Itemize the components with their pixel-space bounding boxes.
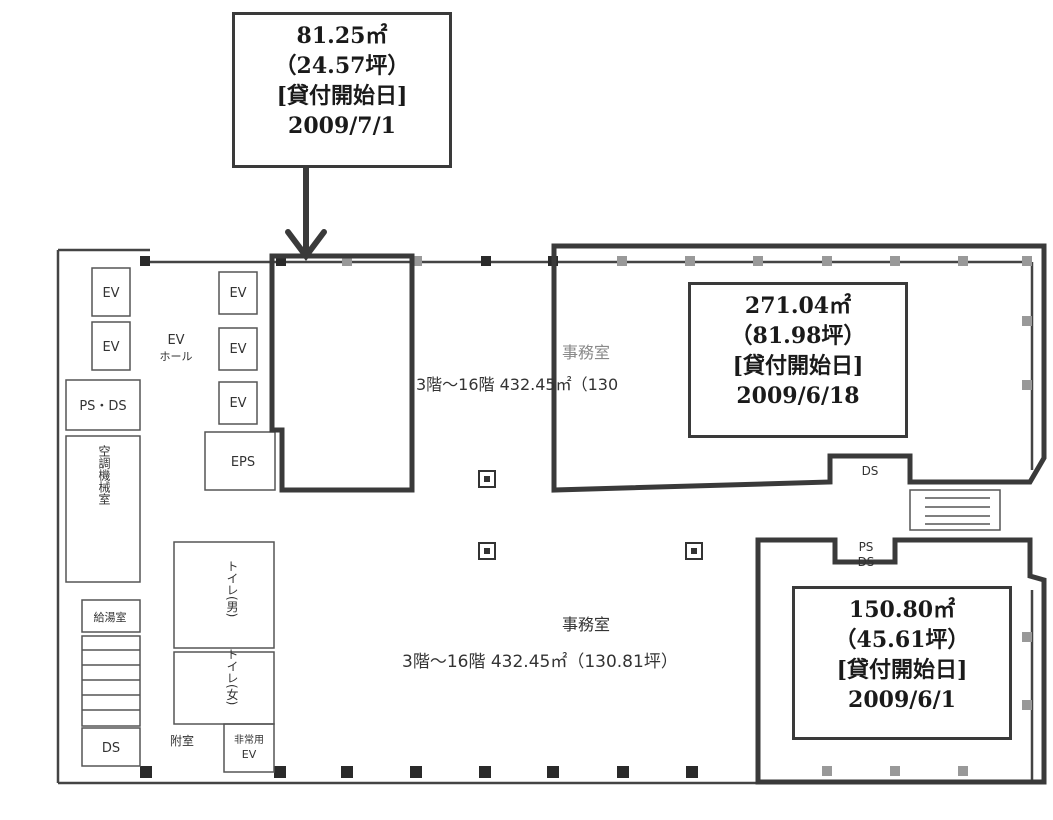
office-spec: 3階～16階 432.45㎡（130: [416, 375, 618, 394]
emergency-ev-label: EV: [242, 748, 257, 761]
unit-area: 271.04㎡: [744, 293, 852, 319]
ev-label: EV: [102, 286, 119, 301]
interior-columns: [478, 470, 703, 560]
ev-label: EV: [229, 342, 246, 357]
ds-label: DS: [858, 555, 875, 569]
emergency-ev-label: 非常用: [234, 733, 264, 746]
ahu-label: 空調機械室: [97, 445, 111, 505]
unit-callout-top: 81.25㎡ （24.57坪） [貸付開始日] 2009/7/1: [232, 12, 452, 168]
core-right: [909, 489, 1001, 531]
arrow: [285, 163, 327, 261]
unit-lease-date: 2009/6/18: [736, 383, 860, 409]
unit-tsubo: （81.98坪）: [730, 323, 866, 349]
building-outline: [56, 248, 1034, 785]
ds-label: DS: [862, 464, 879, 478]
unit-tsubo: （24.57坪）: [274, 53, 410, 79]
ev-label: EV: [229, 396, 246, 411]
unit-area: 81.25㎡: [296, 23, 388, 49]
room-labels: EV EV EV EV EV EV ホール PS・DS EPS 空調機械室 給湯…: [79, 286, 878, 761]
toilet-m-label: トイレ(男): [225, 560, 239, 617]
ds-label: DS: [102, 741, 120, 756]
unit-lease-date: 2009/6/1: [848, 687, 956, 713]
core-left: [65, 267, 276, 773]
unit-lease-date: 2009/7/1: [288, 113, 396, 139]
unit-tsubo: （45.61坪）: [834, 627, 970, 653]
unit-callout-upper-right: 271.04㎡ （81.98坪） [貸付開始日] 2009/6/18: [688, 282, 908, 438]
office-labels: 事務室 3階～16階 432.45㎡（130 事務室 3階～16階 432.45…: [402, 343, 678, 672]
kyuto-label: 給湯室: [94, 610, 127, 624]
columns: [140, 256, 1032, 778]
ev-hall-label: ホール: [160, 350, 193, 363]
office-spec: 3階～16階 432.45㎡（130.81坪）: [402, 652, 678, 672]
ps-ds-label: PS・DS: [79, 399, 126, 414]
eps-label: EPS: [231, 455, 255, 470]
ev-hall-label: EV: [167, 333, 184, 348]
unit-lease-label: [貸付開始日]: [836, 657, 968, 683]
toilet-f-label: トイレ(女): [225, 648, 239, 705]
unit-lease-label: [貸付開始日]: [276, 83, 408, 109]
leased-unit-outlines: [269, 243, 1047, 785]
ps-label: PS: [859, 540, 874, 554]
ev-label: EV: [102, 340, 119, 355]
fukushitsu-label: 附室: [170, 733, 194, 748]
office-label: 事務室: [562, 343, 610, 362]
unit-lease-label: [貸付開始日]: [732, 353, 864, 379]
ev-label: EV: [229, 286, 246, 301]
unit-callout-lower-right: 150.80㎡ （45.61坪） [貸付開始日] 2009/6/1: [792, 586, 1012, 740]
unit-area: 150.80㎡: [848, 597, 956, 623]
office-label: 事務室: [562, 615, 610, 634]
